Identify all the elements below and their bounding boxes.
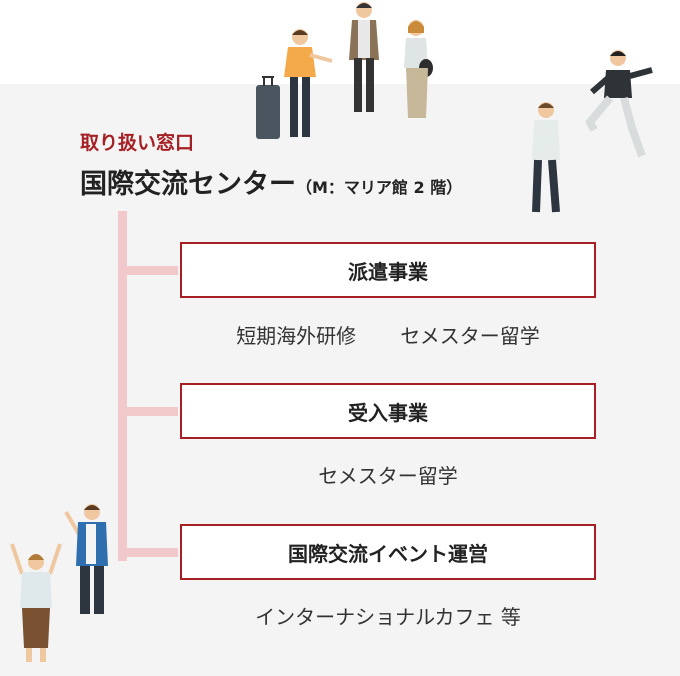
section-items-events: インターナショナルカフェ 等: [180, 601, 596, 630]
person-with-backpack-illustration: [349, 2, 379, 112]
section-item: セメスター留学: [318, 464, 458, 488]
waving-woman-illustration: [10, 543, 62, 662]
section-box-acceptance: 受入事業: [180, 383, 596, 439]
traveler-with-suitcase-illustration: [256, 29, 333, 139]
waving-man-illustration: [64, 504, 108, 614]
section-box-events: 国際交流イベント運営: [180, 524, 596, 580]
section-title: 国際交流イベント運営: [288, 541, 488, 566]
walking-man-illustration: [532, 102, 560, 213]
office-title: 国際交流センター（M：マリア館 2 階）: [80, 162, 462, 201]
connector-branch-3: [118, 548, 178, 557]
connector-branch-2: [118, 407, 178, 416]
section-item: インターナショナルカフェ 等: [255, 605, 521, 629]
section-box-dispatch: 派遣事業: [180, 242, 596, 298]
section-title: 受入事業: [348, 400, 428, 425]
office-name: 国際交流センター: [80, 169, 296, 200]
section-items-acceptance: セメスター留学: [180, 460, 596, 489]
running-man-illustration: [585, 50, 653, 158]
section-title: 派遣事業: [348, 259, 428, 284]
section-item: セメスター留学: [400, 324, 540, 348]
service-counter-label: 取り扱い窓口: [80, 132, 195, 154]
connector-trunk: [118, 211, 127, 561]
section-items-dispatch: 短期海外研修 セメスター留学: [180, 320, 596, 349]
woman-with-bag-illustration: [404, 20, 433, 118]
section-item: 短期海外研修: [236, 324, 357, 348]
office-location: （M：マリア館 2 階）: [296, 178, 463, 197]
connector-branch-1: [118, 266, 178, 275]
